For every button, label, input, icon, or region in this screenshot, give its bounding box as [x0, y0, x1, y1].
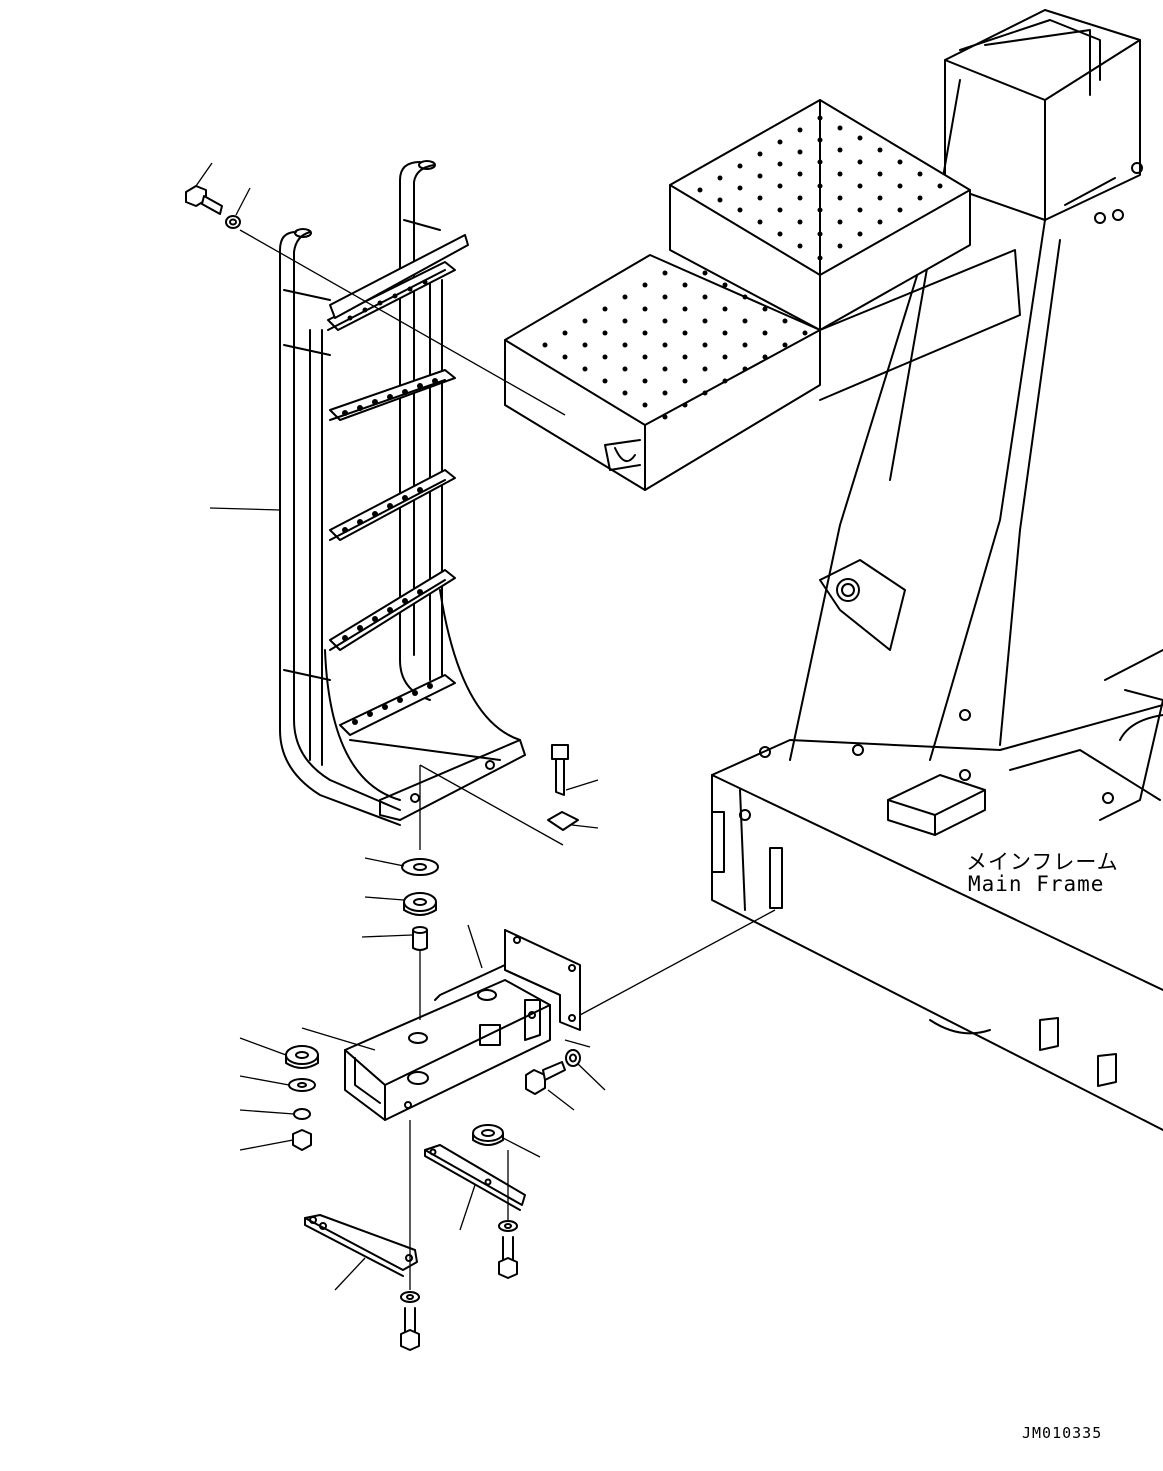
washer-bottom-left: [400, 1291, 420, 1303]
plate-right: [424, 1144, 526, 1231]
main-frame-label-jp: メインフレーム: [966, 850, 1119, 874]
step-box-platform: [504, 99, 1021, 491]
washer-top: [225, 187, 251, 229]
washer-left: [239, 1075, 316, 1092]
clip-nut: [547, 811, 599, 831]
center-line: [239, 229, 566, 416]
washer-large: [364, 857, 439, 876]
support-bracket: [344, 924, 581, 1121]
center-line: [579, 909, 776, 1016]
drawing-number: JM010335: [1022, 1424, 1103, 1442]
bolt-right: [525, 1061, 575, 1111]
cushion-left: [239, 1037, 319, 1069]
washer-right: [565, 1049, 606, 1091]
center-line: [419, 764, 564, 846]
collar-pin: [361, 926, 428, 951]
cushion-rubber: [364, 892, 437, 916]
bolt-bottom-left: [400, 1307, 420, 1351]
bolt-bottom-right: [498, 1236, 518, 1279]
main-frame: [711, 9, 1163, 1131]
main-frame-label-en: Main Frame: [968, 872, 1105, 896]
ladder: [209, 160, 526, 826]
bolt-step: [551, 744, 599, 796]
bolt-top: [185, 162, 223, 215]
plate-left: [304, 1214, 418, 1291]
spring-washer: [239, 1108, 311, 1120]
center-line: [564, 1039, 591, 1048]
nut-left: [239, 1129, 312, 1151]
cushion-lower: [472, 1124, 541, 1158]
washer-bottom-right: [498, 1220, 518, 1232]
center-line: [301, 1027, 376, 1051]
